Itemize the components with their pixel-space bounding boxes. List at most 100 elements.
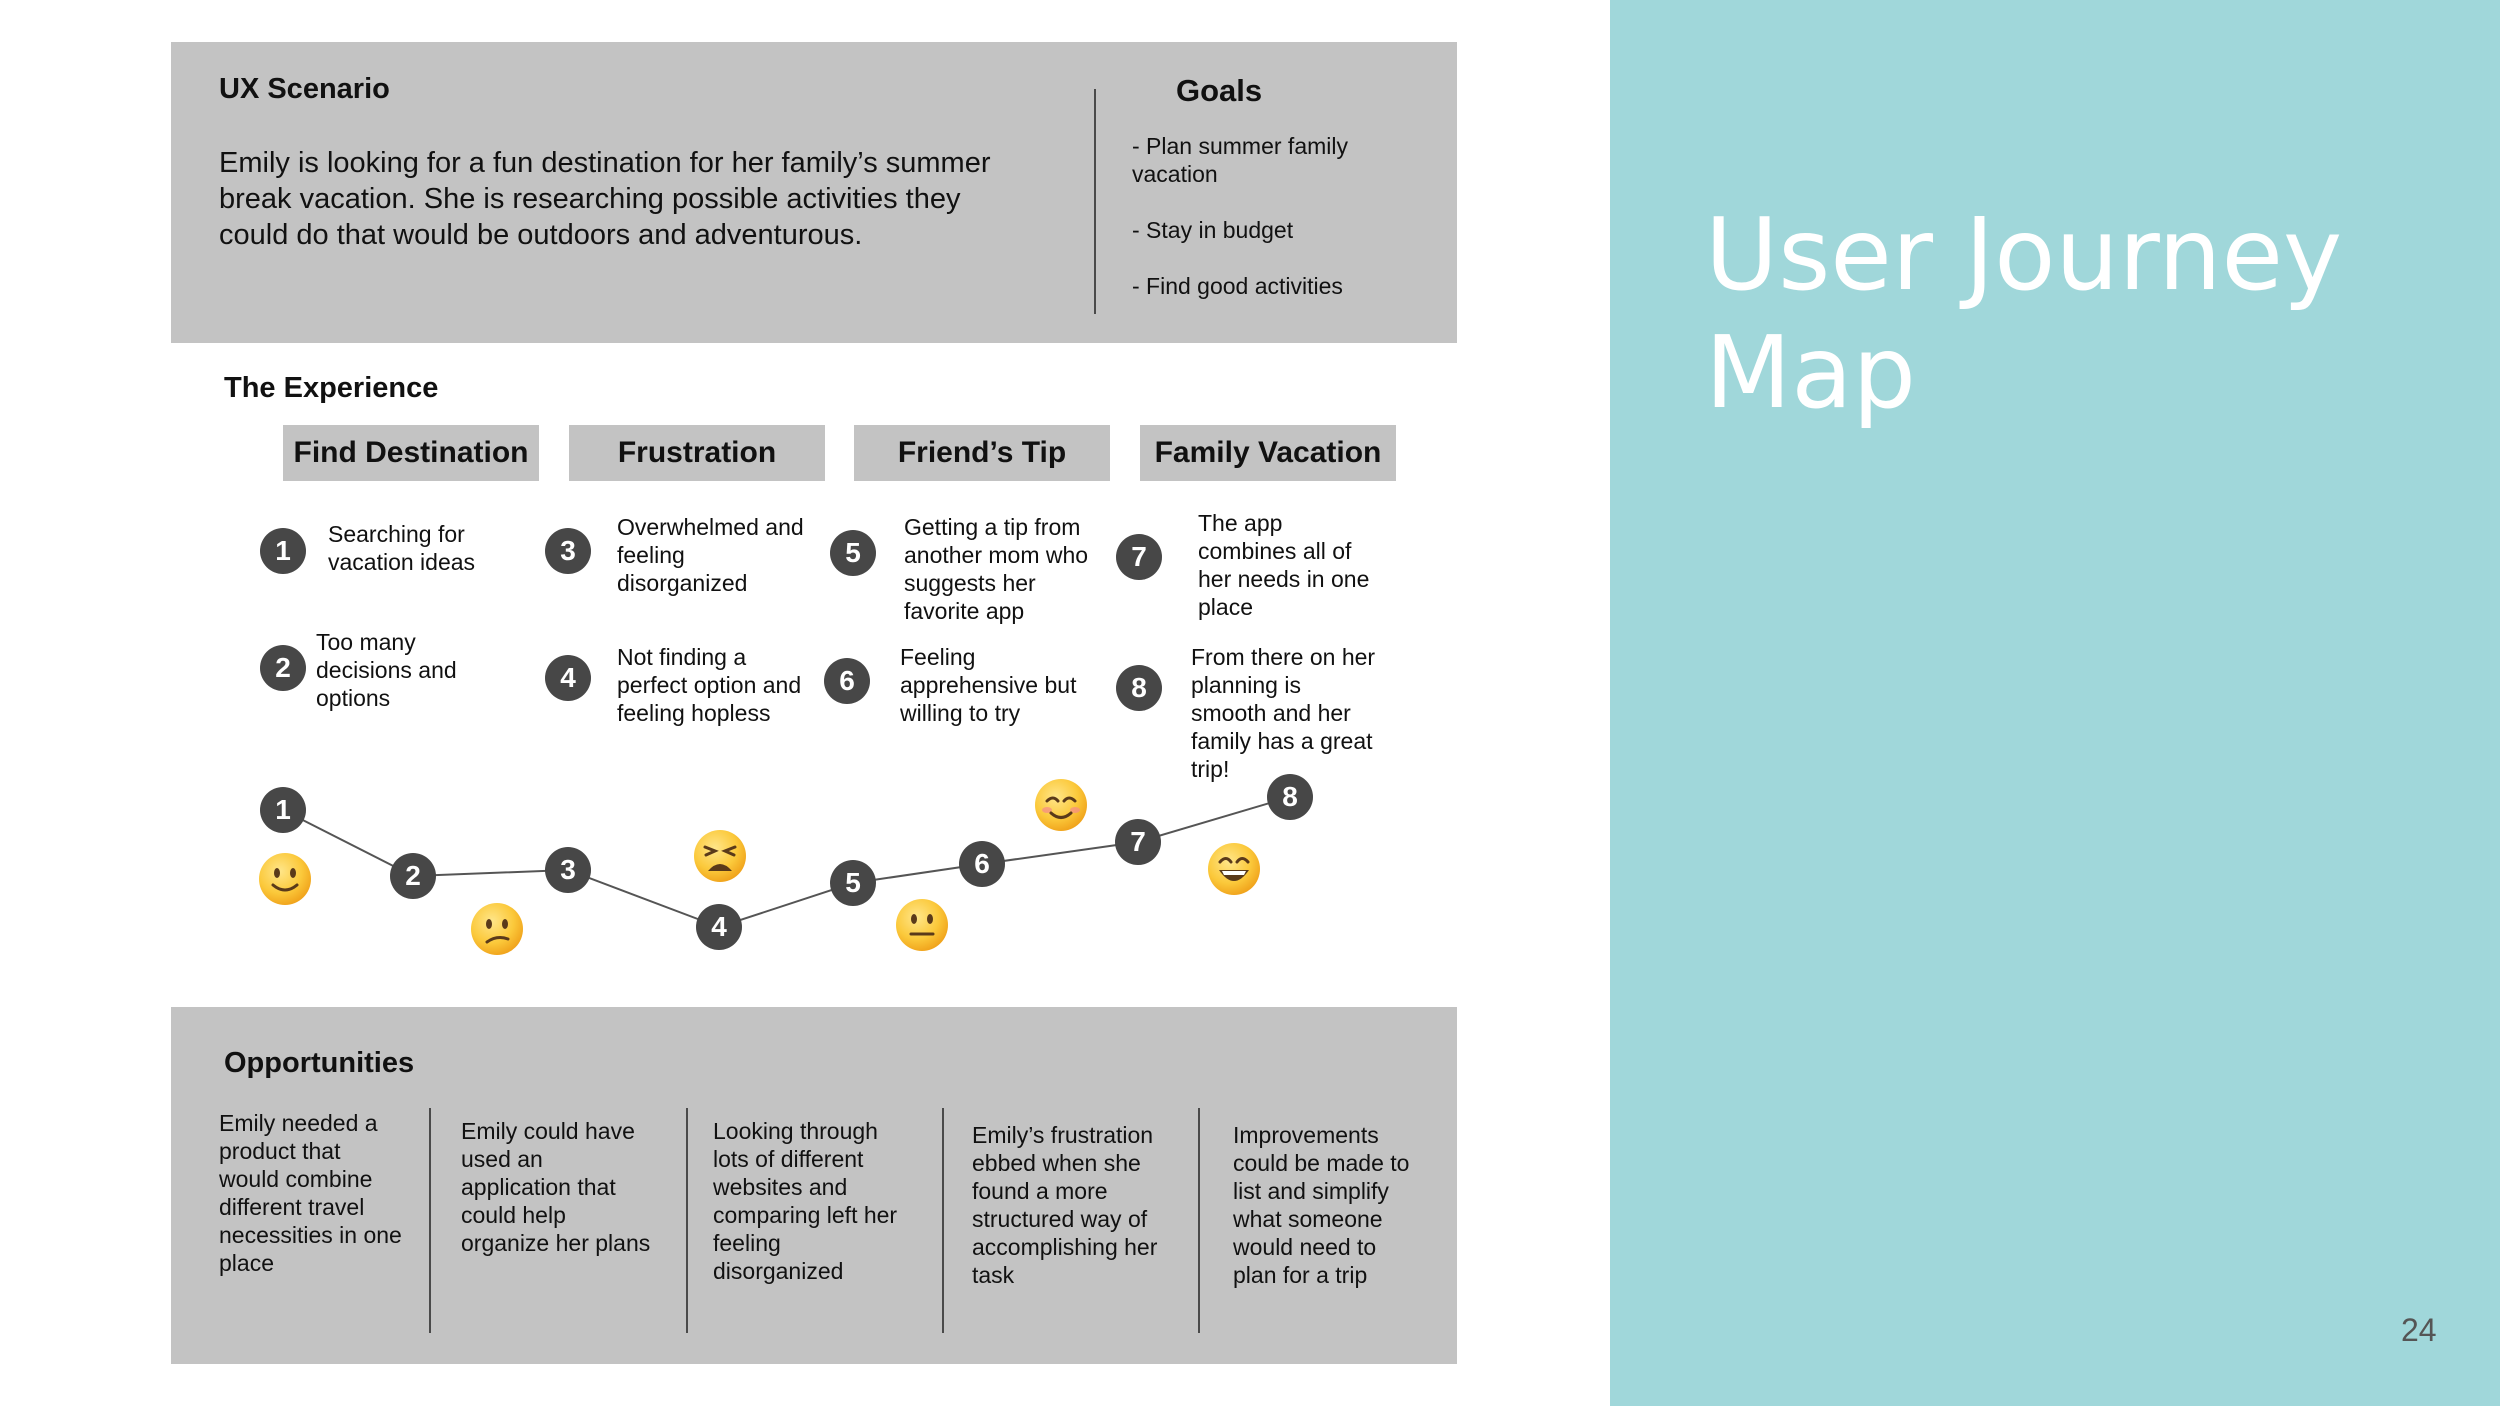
opportunity-item: Emily needed a product that would combin… [219, 1109, 402, 1277]
opportunity-line: feeling [713, 1230, 781, 1256]
opportunity-line: list and simplify [1233, 1178, 1389, 1204]
opportunity-line: what someone [1233, 1206, 1383, 1232]
step-description: From there on her planning is smooth and… [1191, 643, 1375, 783]
opportunity-line: comparing left her [713, 1202, 898, 1228]
opportunity-line: would combine [219, 1166, 373, 1192]
ux-scenario-text: Emily is looking for a fun destination f… [219, 145, 1099, 253]
step-line: another mom who [904, 542, 1089, 568]
opportunity-line: lots of different [713, 1146, 864, 1172]
slide-title-line: User Journey [1705, 196, 2343, 313]
journey-point: 3 [545, 847, 591, 893]
step-badge: 5 [830, 530, 876, 576]
opportunity-line: Emily’s frustration [972, 1122, 1154, 1148]
opportunity-line: accomplishing her [972, 1234, 1158, 1260]
step-badge: 7 [1116, 534, 1162, 580]
step-description: Getting a tip from another mom who sugge… [904, 513, 1088, 625]
step-line: feeling [617, 542, 685, 568]
opportunity-line: application that [461, 1174, 616, 1200]
opportunity-divider [429, 1108, 431, 1333]
neutral-face-icon [896, 899, 948, 951]
page-number: 24 [2401, 1312, 2437, 1348]
opportunity-line: websites and [713, 1174, 848, 1200]
step-line: From there on her [1191, 644, 1376, 670]
confused-face-icon [471, 903, 523, 955]
ux-scenario-heading: UX Scenario [219, 73, 390, 105]
step-line: place [1198, 594, 1253, 620]
goal-item: - Stay in budget [1132, 217, 1294, 243]
step-description: Not finding a perfect option and feeling… [617, 643, 801, 727]
opportunity-line: found a more [972, 1178, 1108, 1204]
step-line: options [316, 685, 391, 711]
phase-friends-tip: Friend’s Tip [854, 425, 1110, 481]
step-line: Searching for [328, 521, 465, 547]
step-line: feeling hopless [617, 700, 771, 726]
step-line: Feeling [900, 644, 976, 670]
opportunity-line: product that [219, 1138, 341, 1164]
step-line: planning is [1191, 672, 1301, 698]
step-line: trip! [1191, 756, 1230, 782]
goal-item: - Plan summer family vacation [1132, 132, 1432, 188]
phase-family-vacation: Family Vacation [1140, 425, 1396, 481]
grinning-face-icon [1208, 843, 1260, 895]
opportunity-divider [1198, 1108, 1200, 1333]
step-line: Too many [316, 629, 416, 655]
opportunity-line: different travel [219, 1194, 365, 1220]
step-description: The app combines all of her needs in one… [1198, 509, 1369, 621]
step-description: Searching for vacation ideas [328, 520, 475, 576]
opportunity-line: would need to [1233, 1234, 1377, 1260]
step-line: vacation ideas [328, 549, 476, 575]
step-badge: 8 [1116, 665, 1162, 711]
slightly-smiling-face-icon [259, 853, 311, 905]
journey-point: 6 [959, 841, 1005, 887]
opportunity-item: Emily could have used an application tha… [461, 1117, 650, 1257]
opportunity-line: could help [461, 1202, 566, 1228]
step-badge: 1 [260, 528, 306, 574]
step-line: perfect option and [617, 672, 802, 698]
step-description: Overwhelmed and feeling disorganized [617, 513, 804, 597]
step-line: her needs in one [1198, 566, 1370, 592]
smiling-face-icon [1035, 779, 1087, 831]
journey-point: 2 [390, 853, 436, 899]
scenario-line: break vacation. She is researching possi… [219, 183, 961, 215]
step-line: Overwhelmed and [617, 514, 804, 540]
experience-heading: The Experience [224, 372, 439, 404]
opportunity-line: could be made to [1233, 1150, 1410, 1176]
opportunity-item: Emily’s frustration ebbed when she found… [972, 1121, 1157, 1289]
journey-point: 1 [260, 787, 306, 833]
ux-scenario-panel [171, 42, 1457, 343]
step-badge: 3 [545, 528, 591, 574]
step-line: disorganized [617, 570, 748, 596]
scenario-line: could do that would be outdoors and adve… [219, 219, 863, 251]
step-line: Getting a tip from [904, 514, 1081, 540]
phase-find-destination: Find Destination [283, 425, 539, 481]
opportunity-line: Emily could have [461, 1118, 635, 1144]
goal-line: - Plan summer family [1132, 133, 1348, 159]
opportunity-divider [942, 1108, 944, 1333]
opportunity-line: place [219, 1250, 274, 1276]
goal-item: - Find good activities [1132, 273, 1343, 299]
opportunity-line: task [972, 1262, 1015, 1288]
weary-face-icon [694, 830, 746, 882]
opportunity-line: Emily needed a [219, 1110, 378, 1136]
opportunity-line: ebbed when she [972, 1150, 1141, 1176]
journey-point: 4 [696, 904, 742, 950]
step-badge: 2 [260, 645, 306, 691]
step-line: family has a great [1191, 728, 1373, 754]
journey-point: 5 [830, 860, 876, 906]
opportunity-line: disorganized [713, 1258, 844, 1284]
opportunity-line: necessities in one [219, 1222, 402, 1248]
slide-title-line: Map [1705, 314, 1917, 431]
step-line: decisions and [316, 657, 457, 683]
step-line: willing to try [900, 700, 1021, 726]
step-line: apprehensive but [900, 672, 1077, 698]
opportunity-line: organize her plans [461, 1230, 651, 1256]
scenario-line: Emily is looking for a fun destination f… [219, 147, 991, 179]
step-line: favorite app [904, 598, 1025, 624]
opportunity-line: structured way of [972, 1206, 1148, 1232]
opportunity-item: Looking through lots of different websit… [713, 1117, 897, 1285]
goals-heading: Goals [1176, 73, 1263, 108]
step-badge: 4 [545, 655, 591, 701]
slide-title: User Journey Map [1705, 196, 2342, 432]
step-line: combines all of [1198, 538, 1352, 564]
step-line: The app [1198, 510, 1283, 536]
